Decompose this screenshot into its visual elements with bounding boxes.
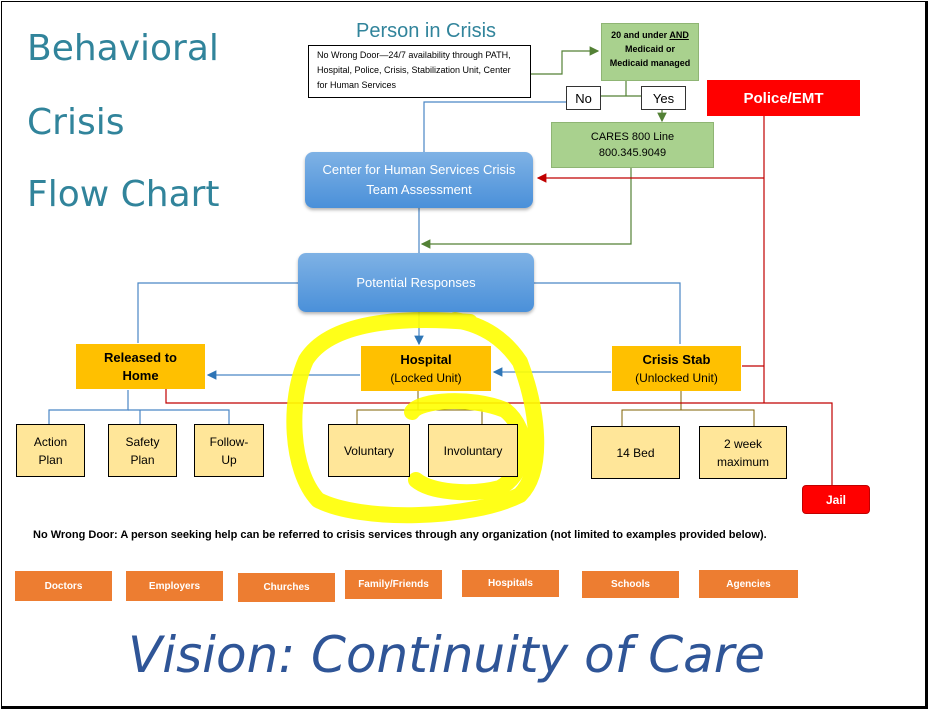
safety-plan-box: Safety Plan: [108, 424, 177, 477]
title-line-3: Flow Chart: [27, 174, 220, 215]
highlight-scribble: [286, 311, 545, 524]
title-line-2: Crisis: [27, 102, 125, 143]
vision-statement: Vision: Continuity of Care: [128, 626, 766, 684]
eligibility-line3: Medicaid managed: [609, 58, 691, 68]
cares-phone: 800.345.9049: [598, 147, 667, 159]
no-wrong-door-note: No Wrong Door—24/7 availability through …: [308, 45, 531, 98]
crisis-stab-box: Crisis Stab (Unlocked Unit): [612, 346, 741, 391]
crisis-stab-line2: (Unlocked Unit): [635, 370, 718, 385]
referral-schools: Schools: [582, 571, 679, 598]
two-week-line2: maximum: [716, 454, 769, 469]
note-line: No Wrong Door—24/7 availability through …: [317, 50, 511, 60]
followup-line2: Up: [221, 452, 237, 467]
jail-box: Jail: [802, 485, 870, 514]
safety-line1: Safety: [125, 434, 160, 449]
involuntary-box: Involuntary: [428, 424, 518, 477]
action-plan-box: Action Plan: [16, 424, 85, 477]
eligibility-and: AND: [669, 30, 689, 40]
safety-line2: Plan: [130, 452, 155, 467]
hospital-line1: Hospital: [400, 351, 452, 367]
released-line1: Released to: [104, 349, 177, 365]
referral-churches: Churches: [238, 573, 335, 602]
referral-employers: Employers: [126, 571, 223, 601]
title-line-1: Behavioral: [27, 28, 219, 69]
followup-line1: Follow-: [209, 434, 249, 449]
assessment-line2: Team Assessment: [366, 182, 472, 197]
two-week-box: 2 week maximum: [699, 426, 787, 479]
action-line1: Action: [33, 434, 68, 449]
fourteen-bed-box: 14 Bed: [591, 426, 680, 479]
blue-connectors: [48, 101, 681, 424]
potential-responses-box: Potential Responses: [298, 253, 534, 312]
eligibility-line1: 20 and under: [611, 30, 670, 40]
decision-yes: Yes: [641, 86, 686, 110]
person-in-crisis-heading: Person in Crisis: [356, 20, 497, 42]
referral-doctors: Doctors: [15, 571, 112, 601]
two-week-line1: 2 week: [723, 436, 763, 451]
cares-line1: CARES 800 Line: [590, 131, 675, 143]
voluntary-box: Voluntary: [328, 424, 410, 477]
hospital-line2: (Locked Unit): [390, 370, 462, 385]
police-emt-box: Police/EMT: [707, 80, 860, 116]
released-home-box: Released to Home: [76, 344, 205, 389]
assessment-box: Center for Human Services Crisis Team As…: [305, 152, 533, 208]
no-wrong-door-statement: No Wrong Door: A person seeking help can…: [33, 529, 767, 541]
released-line2: Home: [122, 367, 159, 383]
cares-line-box: CARES 800 Line 800.345.9049: [551, 122, 714, 168]
crisis-stab-line1: Crisis Stab: [642, 351, 711, 367]
hospital-box: Hospital (Locked Unit): [361, 346, 491, 391]
follow-up-box: Follow- Up: [194, 424, 264, 477]
referral-family-friends: Family/Friends: [345, 570, 442, 599]
note-line: Hospital, Police, Crisis, Stabilization …: [317, 65, 511, 75]
eligibility-box: 20 and under AND Medicaid or Medicaid ma…: [601, 23, 699, 81]
action-line2: Plan: [38, 452, 63, 467]
eligibility-line2: Medicaid or: [624, 44, 675, 54]
referral-hospitals: Hospitals: [462, 570, 559, 597]
referral-agencies: Agencies: [699, 570, 798, 598]
assessment-line1: Center for Human Services Crisis: [322, 162, 516, 177]
note-line: for Human Services: [317, 80, 397, 90]
decision-no: No: [566, 86, 601, 110]
